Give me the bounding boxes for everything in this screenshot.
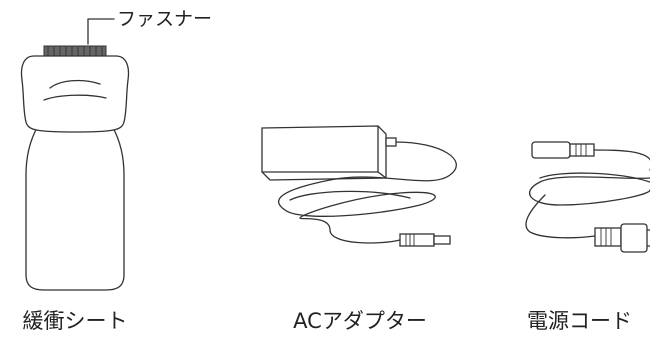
- cord-connector: [531, 141, 595, 159]
- adapter-strain-relief: [385, 137, 397, 147]
- adapter-cable: [278, 141, 457, 244]
- power-cord-label: 電源コード: [527, 309, 632, 333]
- fastener-label: ファスナー: [117, 8, 212, 30]
- cushion-crease-2: [43, 94, 107, 101]
- dc-plug: [399, 233, 451, 247]
- power-cable-loop: [539, 172, 650, 183]
- cord-plug: [594, 223, 650, 253]
- cushion-sheet-label: 緩衝シート: [23, 309, 128, 333]
- adapter-cable-loop: [289, 190, 411, 201]
- ac-adapter-illustration: [261, 125, 457, 247]
- power-cable: [525, 149, 650, 239]
- fastener-strip: [43, 45, 107, 57]
- cushion-sheet-illustration: [20, 18, 130, 291]
- fastener-leader-line: [87, 18, 115, 45]
- ac-adapter-label: ACアダプター: [293, 309, 427, 333]
- adapter-brick-corner: [377, 171, 387, 179]
- power-cord-illustration: [525, 141, 650, 253]
- cushion-crease-1: [49, 79, 101, 89]
- cushion-lower-body: [25, 125, 125, 291]
- fastener-teeth: [47, 46, 103, 56]
- cushion-upper-roll: [20, 55, 130, 133]
